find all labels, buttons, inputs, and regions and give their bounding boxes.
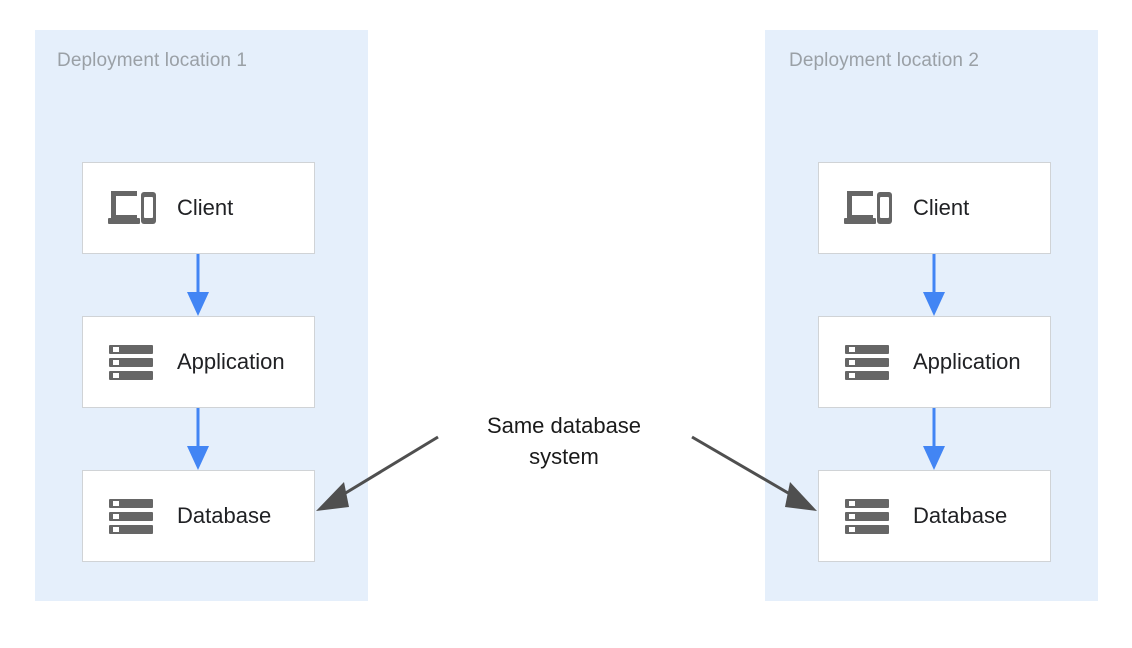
node-database-1[interactable]: Database — [82, 470, 315, 562]
node-client-1-label: Client — [177, 195, 234, 220]
server-icon — [841, 493, 895, 539]
deployment-zone-1-label: Deployment location 1 — [57, 50, 248, 71]
node-client-2-label: Client — [913, 195, 970, 220]
devices-icon — [841, 185, 895, 231]
deployment-zone-2-label: Deployment location 2 — [789, 50, 980, 71]
server-icon — [841, 339, 895, 385]
node-client-1[interactable]: Client — [82, 162, 315, 254]
node-client-2[interactable]: Client — [818, 162, 1051, 254]
server-icon — [105, 339, 159, 385]
node-database-2-label: Database — [913, 503, 1008, 528]
node-application-1-label: Application — [177, 349, 285, 374]
node-database-1-label: Database — [177, 503, 272, 528]
node-application-2[interactable]: Application — [818, 316, 1051, 408]
node-database-2[interactable]: Database — [818, 470, 1051, 562]
server-icon — [105, 493, 159, 539]
devices-icon — [105, 185, 159, 231]
node-application-1[interactable]: Application — [82, 316, 315, 408]
node-application-2-label: Application — [913, 349, 1021, 374]
same-database-system-label: Same database system — [486, 413, 642, 469]
